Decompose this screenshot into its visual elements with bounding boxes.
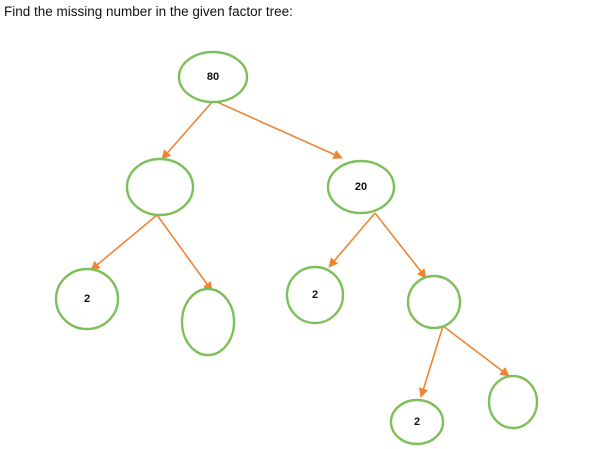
node-circle-right-right-right [487, 374, 539, 430]
edge-arrow-right-to-right-right [374, 212, 427, 279]
node-circle-root [177, 50, 249, 104]
edge-arrow-root-to-left [161, 100, 214, 160]
node-value-left-left: 2 [84, 293, 90, 305]
edge-arrow-right-right-to-right-right-left [418, 325, 444, 398]
nodes: 80 20 2 2 2 [54, 50, 539, 446]
node-left [125, 157, 195, 217]
node-right-right [406, 274, 462, 330]
node-circle-left-left [54, 267, 120, 331]
node-value-right: 20 [355, 181, 367, 193]
node-right: 20 [326, 159, 396, 215]
node-circle-left-right [180, 287, 236, 357]
node-circle-left [125, 157, 195, 217]
node-left-right [180, 287, 236, 357]
node-circle-right-left [285, 265, 345, 325]
edges [90, 100, 510, 398]
edge-arrow-right-to-right-left [328, 212, 376, 268]
node-value-root: 80 [207, 71, 219, 83]
node-circle-right-right [406, 274, 462, 330]
node-circle-right-right-left [389, 398, 445, 446]
edge-arrow-left-to-left-right [156, 214, 213, 292]
edge-arrow-right-right-to-right-right-right [442, 325, 510, 377]
node-right-right-left: 2 [389, 398, 445, 446]
node-value-right-right-left: 2 [414, 416, 420, 428]
node-value-right-left: 2 [312, 289, 318, 301]
edge-arrow-left-to-left-left [90, 214, 158, 271]
node-left-left: 2 [54, 267, 120, 331]
question-text: Find the missing number in the given fac… [4, 4, 293, 19]
node-circle-right [326, 159, 396, 215]
node-right-right-right [487, 374, 539, 430]
node-right-left: 2 [285, 265, 345, 325]
node-root: 80 [177, 50, 249, 104]
edge-arrow-root-to-right [216, 101, 343, 159]
